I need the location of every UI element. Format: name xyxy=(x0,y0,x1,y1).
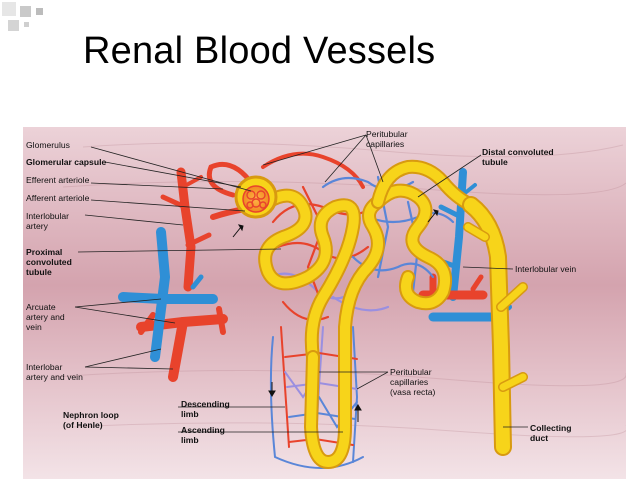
slide-title: Renal Blood Vessels xyxy=(83,30,436,72)
nephron-illustration xyxy=(23,127,626,479)
renal-blood-vessels-figure: Glomerulus Glomerular capsule Efferent a… xyxy=(23,127,626,479)
label-descending-limb: Descending limb xyxy=(181,399,230,419)
label-nephron-loop: Nephron loop (of Henle) xyxy=(63,410,119,430)
label-interlobar-artery-vein: Interlobar artery and vein xyxy=(26,362,83,382)
collecting-duct xyxy=(462,196,528,456)
proximal-convoluted-tubule xyxy=(258,188,361,364)
label-glomerular-capsule: Glomerular capsule xyxy=(26,157,107,167)
label-afferent-arteriole: Afferent arteriole xyxy=(26,193,90,203)
interlobular-artery xyxy=(160,167,212,292)
label-peritubular-capillaries: Peritubular capillaries xyxy=(366,129,408,149)
leader-lines xyxy=(74,134,528,433)
label-interlobular-artery: Interlobular artery xyxy=(26,211,69,231)
arcuate-vein xyxy=(118,227,218,362)
label-arcuate-artery-vein: Arcuate artery and vein xyxy=(26,302,65,332)
flow-arrows xyxy=(232,209,439,422)
label-proximal-convoluted-tubule: Proximal convoluted tubule xyxy=(26,247,72,277)
label-interlobular-vein: Interlobular vein xyxy=(515,264,577,274)
glomerular-capsule xyxy=(234,175,278,219)
label-peritubular-vasa-recta: Peritubular capillaries (vasa recta) xyxy=(390,367,436,397)
label-glomerulus: Glomerulus xyxy=(26,140,70,150)
label-distal-convoluted-tubule: Distal convoluted tubule xyxy=(482,147,554,167)
label-ascending-limb: Ascending limb xyxy=(181,425,225,445)
label-efferent-arteriole: Efferent arteriole xyxy=(26,175,90,185)
nephron-loop xyxy=(304,195,385,469)
label-collecting-duct: Collecting duct xyxy=(530,423,572,443)
corner-squares-decoration xyxy=(2,2,43,31)
efferent-arteriole xyxy=(206,161,256,198)
